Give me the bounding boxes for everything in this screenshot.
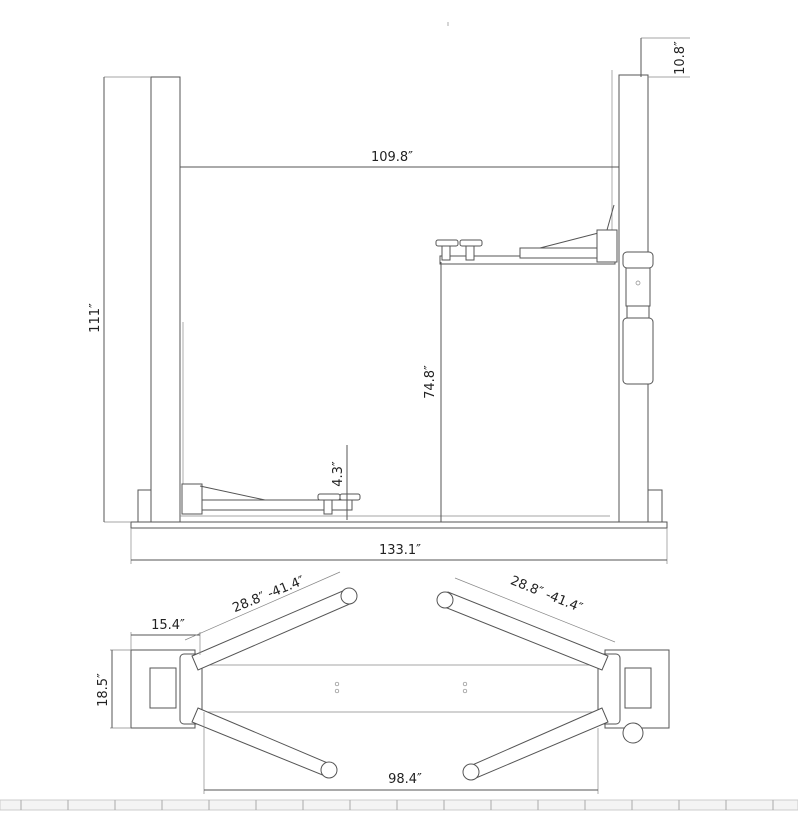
dim-top-extension: 10.8″ [673,41,688,75]
dim-max-lift-height: 74.8″ [423,365,438,399]
dim-total-height: 111″ [88,303,103,333]
plan-view: 15.4″ 18.5″ 28.8″ -41.4″ 28.8″ -41.4″ 98… [96,571,670,794]
dim-overall-width: 133.1″ [379,543,421,558]
right-base-plate [647,489,663,523]
dim-drive-through-width: 98.4″ [388,772,422,787]
dim-arm-reach-left: 28.8″ -41.4″ [230,573,307,616]
raised-arm [435,204,618,265]
floor-base [130,521,668,529]
motor-unit [622,251,654,385]
plan-arms [191,587,609,781]
dim-base-plate-depth: 18.5″ [96,673,111,707]
lowered-arm [181,483,361,515]
dim-inner-width: 109.8″ [371,150,413,165]
dim-base-plate-width: 15.4″ [151,618,185,633]
dim-min-pad-height: 4.3″ [331,461,346,487]
dim-arm-reach-right: 28.8″ -41.4″ [508,573,585,616]
left-column [150,76,181,523]
elevation-view: 111″ 10.8″ 109.8″ 74.8″ 4.3″ 133.1″ [88,22,690,564]
left-base-plate [137,489,152,523]
ruler [0,799,798,811]
